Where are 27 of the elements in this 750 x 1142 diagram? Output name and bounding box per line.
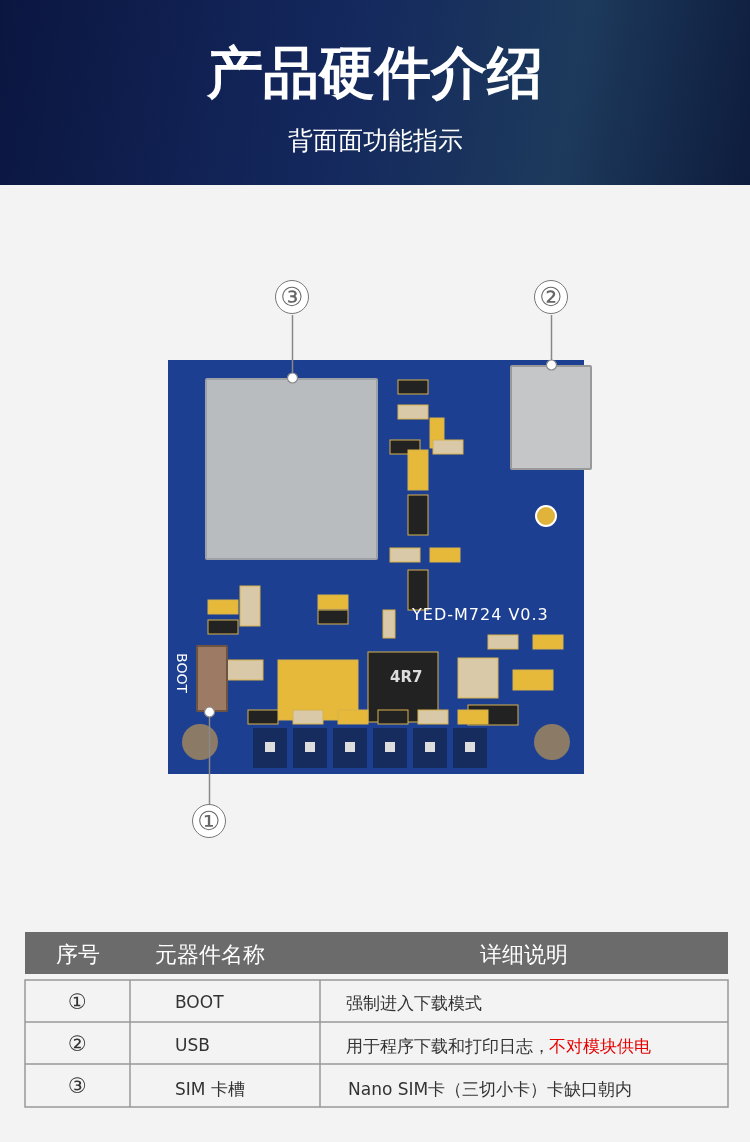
column-header: 元器件名称 (155, 942, 265, 967)
callout-number: ③ (275, 280, 309, 314)
callout-number: ② (534, 280, 568, 314)
column-header: 详细说明 (480, 942, 568, 967)
leader-line (203, 706, 216, 805)
usb-connector (510, 365, 592, 470)
silkscreen-text: YED-M724 V0.3 (412, 605, 549, 624)
push-button (196, 645, 228, 712)
sim-card-slot (205, 378, 378, 560)
page-title: 产品硬件介绍 (207, 40, 543, 105)
callout-number: ① (192, 804, 226, 838)
component-marking: 4R7 (390, 668, 423, 686)
table-text: BOOT (175, 992, 224, 1012)
table-text: ① (68, 990, 87, 1014)
table-text: SIM 卡槽 (175, 1078, 245, 1101)
table-text: ② (68, 1032, 87, 1056)
table-text: ③ (68, 1074, 87, 1098)
table-text: Nano SIM卡（三切小卡）卡缺口朝内 (348, 1078, 633, 1101)
table-text: 用于程序下载和打印日志， (346, 1035, 550, 1058)
table-text: 强制进入下载模式 (346, 992, 482, 1015)
leader-line (545, 314, 558, 371)
silkscreen-text: BOOT (174, 653, 190, 693)
table-text: 不对模块供电 (549, 1035, 651, 1058)
leader-line (286, 314, 299, 384)
column-header: 序号 (55, 942, 100, 967)
table-text: USB (175, 1035, 210, 1055)
subtitle: 背面面功能指示 (287, 126, 463, 155)
